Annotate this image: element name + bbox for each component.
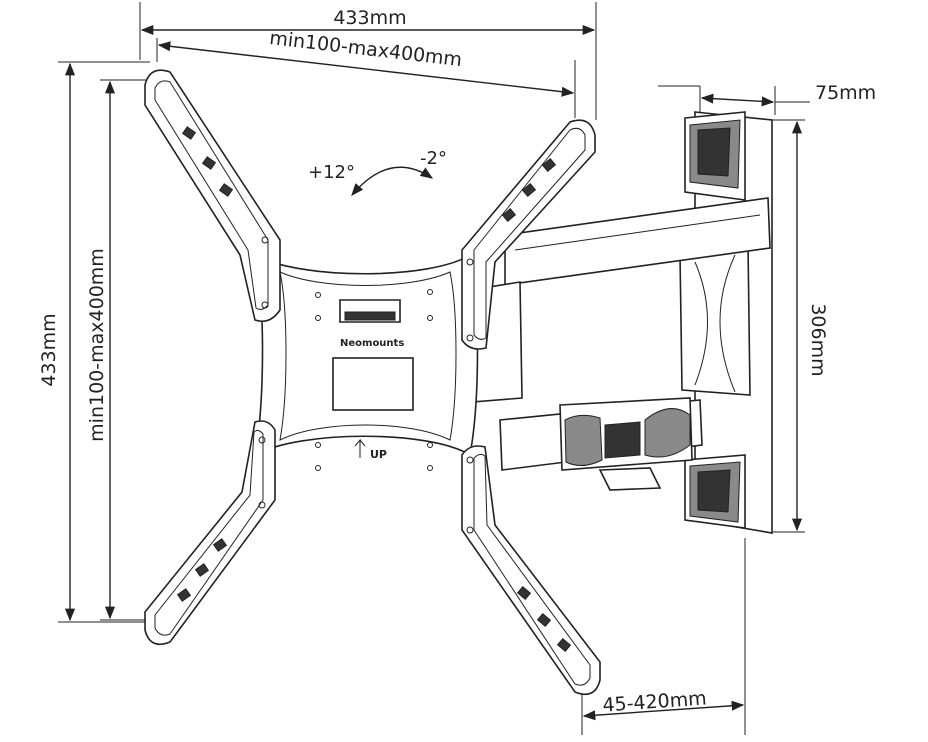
dimension-vesa-height: min100-max400mm bbox=[86, 79, 155, 621]
wall-plate bbox=[679, 111, 773, 534]
dimension-vesa-height-label: min100-max400mm bbox=[86, 248, 108, 442]
dimension-total-width-label: 433mm bbox=[333, 7, 406, 29]
dimension-wall-depth: 75mm bbox=[658, 82, 876, 115]
dimension-total-height-label: 433mm bbox=[38, 313, 60, 386]
up-arrow-icon bbox=[354, 438, 366, 458]
tilt-down-label: -2° bbox=[420, 148, 447, 169]
label-plate bbox=[332, 357, 414, 411]
tilt-indicator: +12° -2° bbox=[308, 148, 447, 196]
up-label: UP bbox=[370, 448, 387, 461]
arm-bottom-left bbox=[144, 420, 276, 646]
dimension-wall-plate-height-label: 306mm bbox=[807, 303, 829, 376]
lower-arm bbox=[499, 397, 703, 491]
dimension-extension-label: 45-420mm bbox=[602, 687, 708, 716]
brand-logo: Neomounts bbox=[340, 338, 404, 349]
dimension-vesa-width: min100-max400mm bbox=[156, 27, 576, 118]
dimension-total-height: 433mm bbox=[38, 61, 150, 623]
dimension-total-width: 433mm bbox=[139, 2, 597, 120]
dimension-wall-depth-label: 75mm bbox=[815, 82, 876, 104]
tilt-up-label: +12° bbox=[308, 162, 355, 183]
arm-bottom-right bbox=[461, 445, 601, 696]
vesa-plate: Neomounts UP bbox=[253, 253, 479, 471]
dimension-vesa-width-label: min100-max400mm bbox=[268, 27, 463, 71]
arm-top-left bbox=[144, 69, 281, 323]
dimension-wall-plate-height: 306mm bbox=[772, 119, 829, 533]
arm-top-right bbox=[461, 119, 596, 350]
dimension-extension: 45-420mm bbox=[581, 538, 746, 735]
